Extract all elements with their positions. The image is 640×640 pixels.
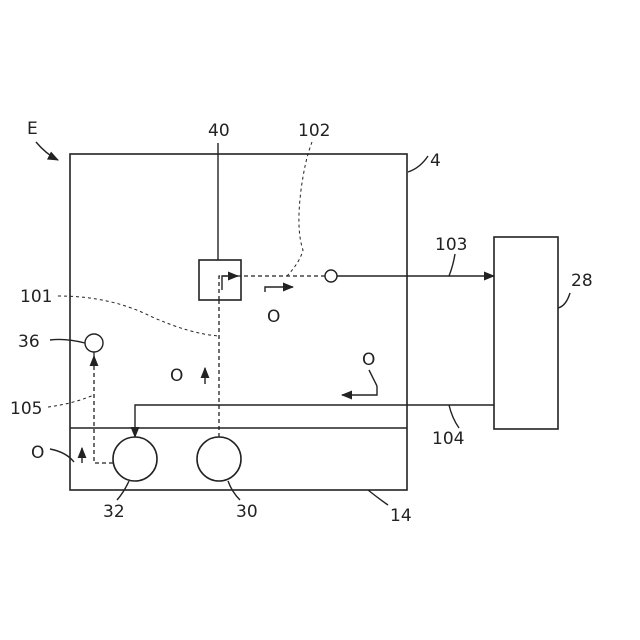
label-102: 102 <box>298 121 330 141</box>
label-o-right: O <box>362 350 375 370</box>
flow-arrow-upper <box>265 287 293 292</box>
leader-104 <box>449 405 459 428</box>
label-E: E <box>27 119 38 139</box>
inner-arrow-40 <box>222 276 238 290</box>
label-o-mid: O <box>170 366 183 386</box>
junction-circle <box>325 270 337 282</box>
circle-30 <box>197 437 241 481</box>
leader-36 <box>50 339 85 343</box>
leader-101 <box>58 296 219 336</box>
label-101: 101 <box>20 287 52 307</box>
leader-14 <box>368 490 388 505</box>
leader-28 <box>558 293 570 308</box>
flow-arrow-right <box>342 386 377 395</box>
leader-o-right <box>369 370 377 386</box>
leader-102 <box>287 142 312 276</box>
label-40: 40 <box>208 121 230 141</box>
e-pointer-arrow <box>36 142 58 160</box>
label-28: 28 <box>571 271 593 291</box>
leader-4 <box>408 156 428 172</box>
leader-105 <box>48 395 94 407</box>
label-o-left: O <box>31 443 44 463</box>
component-40 <box>199 260 241 300</box>
label-30: 30 <box>236 502 258 522</box>
dashed-path-105 <box>94 352 113 463</box>
circle-36 <box>85 334 103 352</box>
label-36: 36 <box>18 332 40 352</box>
label-104: 104 <box>432 429 464 449</box>
circle-32 <box>113 437 157 481</box>
leader-103 <box>449 254 455 276</box>
label-105: 105 <box>10 399 42 419</box>
label-14: 14 <box>390 506 412 526</box>
dashed-path-102 <box>219 276 325 300</box>
label-32: 32 <box>103 502 125 522</box>
label-o-upper: O <box>267 307 280 327</box>
housing-4 <box>70 154 407 490</box>
label-103: 103 <box>435 235 467 255</box>
label-4: 4 <box>430 151 441 171</box>
external-unit-28 <box>494 237 558 429</box>
